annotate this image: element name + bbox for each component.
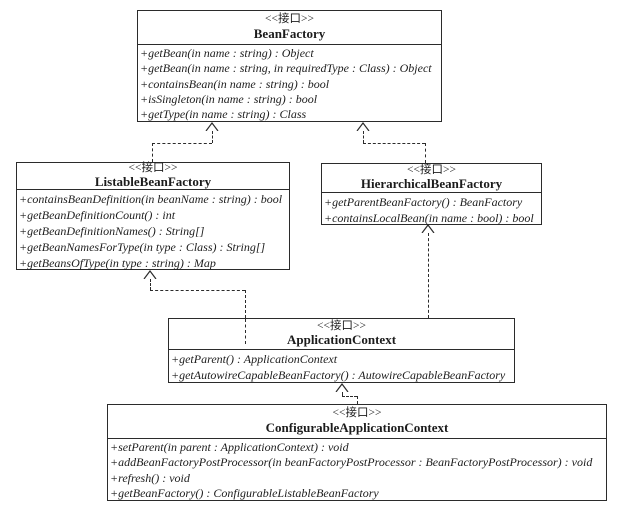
connector-segment (245, 290, 246, 318)
method-row: +getAutowireCapableBeanFactory() : Autow… (171, 368, 506, 382)
method-row: +containsBean(in name : string) : bool (140, 76, 330, 91)
method-row: +getBean(in name : string, in requiredTy… (140, 61, 432, 76)
connector-segment (342, 396, 357, 397)
method-row: +getBeanNamesForType(in type : Class) : … (19, 240, 266, 254)
connector-segment (152, 143, 212, 144)
class-header: <<接口>> BeanFactory (138, 11, 441, 45)
method-row: +addBeanFactoryPostProcessor(in beanFact… (110, 455, 593, 470)
class-header: <<接口>> HierarchicalBeanFactory (322, 164, 541, 193)
methods-compartment: +containsBeanDefinition(in beanName : st… (17, 190, 289, 271)
open-arrowhead-icon (421, 224, 435, 233)
connector-segment (363, 131, 364, 143)
class-header: <<接口>> ListableBeanFactory (17, 161, 289, 190)
class-box-listablebeanfactory: <<接口>> ListableBeanFactory +containsBean… (16, 162, 290, 270)
class-name: HierarchicalBeanFactory (360, 176, 503, 192)
connector-segment (357, 396, 358, 404)
class-name: ListableBeanFactory (94, 174, 212, 190)
connector-segment (212, 131, 213, 143)
stereotype-label: <<接口>> (265, 13, 314, 26)
methods-compartment: +getParent() : ApplicationContext +getAu… (169, 350, 514, 383)
stereotype-label: <<接口>> (317, 319, 366, 332)
class-box-configurableapplicationcontext: <<接口>> ConfigurableApplicationContext +s… (107, 404, 607, 501)
open-arrowhead-icon (205, 122, 219, 131)
methods-compartment: +getParentBeanFactory() : BeanFactory +c… (322, 193, 541, 226)
stereotype-label: <<接口>> (332, 407, 382, 420)
class-name: ConfigurableApplicationContext (265, 419, 449, 435)
connector-segment (342, 392, 343, 396)
connector-segment (363, 143, 425, 144)
stereotype-label: <<接口>> (128, 161, 178, 174)
connector-segment (428, 233, 429, 318)
method-row: +getParent() : ApplicationContext (171, 352, 338, 366)
class-box-applicationcontext: <<接口>> ApplicationContext +getParent() :… (168, 318, 515, 383)
class-name: ApplicationContext (286, 332, 397, 348)
connector-segment (425, 143, 426, 163)
connector-segment (150, 279, 151, 290)
method-row: +getParentBeanFactory() : BeanFactory (324, 195, 523, 209)
method-row: +getBeanDefinitionCount() : int (19, 208, 176, 222)
method-row: +isSingleton(in name : string) : bool (140, 91, 318, 106)
method-row: +getBeanFactory() : ConfigurableListable… (110, 485, 379, 500)
connector-segment (152, 143, 153, 162)
open-arrowhead-icon (356, 122, 370, 131)
open-arrowhead-icon (143, 270, 157, 279)
method-row: +containsBeanDefinition(in beanName : st… (19, 192, 283, 206)
method-row: +getType(in name : string) : Class (140, 107, 307, 122)
methods-compartment: +setParent(in parent : ApplicationContex… (108, 439, 606, 501)
class-box-hierarchicalbeanfactory: <<接口>> HierarchicalBeanFactory +getParen… (321, 163, 542, 225)
connector-segment (245, 319, 246, 344)
class-name: BeanFactory (253, 25, 326, 41)
stereotype-label: <<接口>> (407, 163, 456, 176)
open-arrowhead-icon (335, 383, 349, 392)
connector-segment (150, 290, 245, 291)
method-row: +refresh() : void (110, 470, 190, 485)
method-row: +getBean(in name : string) : Object (140, 46, 314, 60)
method-row: +setParent(in parent : ApplicationContex… (110, 440, 349, 454)
method-row: +containsLocalBean(in name : bool) : boo… (324, 211, 534, 225)
method-row: +getBeansOfType(in type : string) : Map (19, 256, 216, 270)
class-header: <<接口>> ApplicationContext (169, 319, 514, 350)
methods-compartment: +getBean(in name : string) : Object +get… (138, 45, 441, 122)
method-row: +getBeanDefinitionNames() : String[] (19, 224, 205, 238)
class-header: <<接口>> ConfigurableApplicationContext (108, 405, 606, 439)
class-box-beanfactory: <<接口>> BeanFactory +getBean(in name : st… (137, 10, 442, 122)
